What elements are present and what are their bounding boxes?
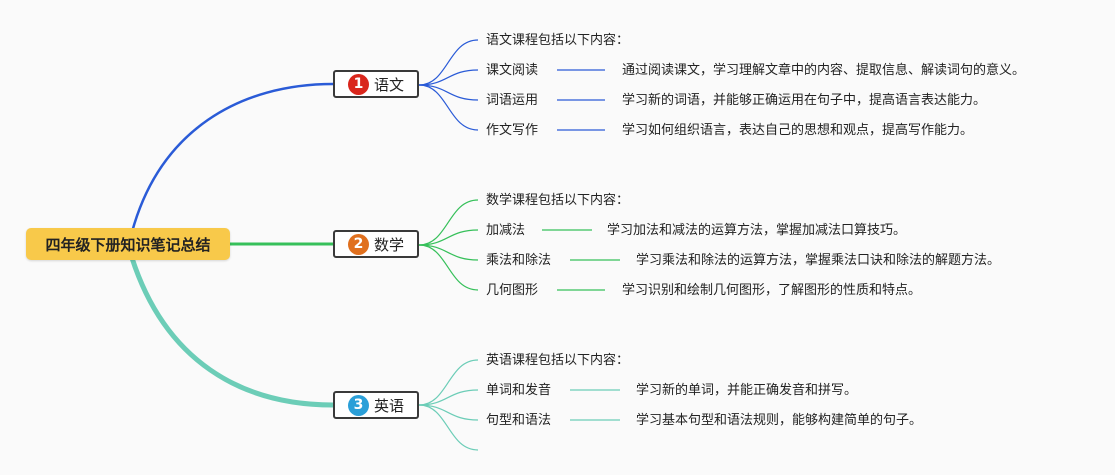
number-badge: 3 [347, 394, 369, 416]
topic-description[interactable]: 学习加法和减法的运算方法，掌握加减法口算技巧。 [607, 223, 907, 238]
topic-description[interactable]: 学习识别和绘制几何图形，了解图形的性质和特点。 [622, 283, 922, 298]
topic-description[interactable]: 通过阅读课文，学习理解文章中的内容、提取信息、解读词句的意义。 [622, 63, 1026, 78]
branch-intro-shuxue: 数学课程包括以下内容： [486, 193, 630, 208]
fan-shuxue [418, 199, 620, 291]
branch-intro-yingyu: 英语课程包括以下内容： [486, 353, 630, 368]
topic-label[interactable]: 作文写作 [486, 123, 539, 138]
number-badge: 1 [347, 73, 369, 95]
topic-label[interactable]: 加减法 [486, 223, 526, 238]
fan-yuwen [418, 39, 605, 131]
branch-label: 语文 [373, 75, 404, 94]
topic-description[interactable]: 学习如何组织语言，表达自己的思想和观点，提高写作能力。 [622, 123, 974, 138]
topic-description[interactable]: 学习新的词语，并能够正确运用在句子中，提高语言表达能力。 [622, 93, 987, 108]
fan-yingyu [418, 359, 620, 451]
topic-label[interactable]: 课文阅读 [486, 63, 539, 78]
topic-label[interactable]: 几何图形 [486, 283, 539, 298]
topic-description[interactable]: 学习新的单词，并能正确发音和拼写。 [636, 383, 858, 398]
connector-root-yingyu [129, 257, 334, 408]
branch-label: 数学 [373, 235, 404, 254]
branch-node-yingyu[interactable]: 3 英语 [333, 391, 419, 419]
topic-label[interactable]: 句型和语法 [486, 413, 552, 428]
topic-description[interactable]: 学习乘法和除法的运算方法，掌握乘法口诀和除法的解题方法。 [636, 253, 1001, 268]
branch-node-shuxue[interactable]: 2 数学 [333, 230, 419, 258]
topic-label[interactable]: 词语运用 [486, 93, 539, 108]
connector-root-yuwen [130, 82, 334, 233]
topic-label[interactable]: 单词和发音 [486, 383, 552, 398]
branch-intro-yuwen: 语文课程包括以下内容： [486, 33, 630, 48]
topic-label[interactable]: 乘法和除法 [486, 253, 552, 268]
branch-node-yuwen[interactable]: 1 语文 [333, 70, 419, 98]
root-node[interactable]: 四年级下册知识笔记总结 [26, 228, 230, 260]
topic-description[interactable]: 学习基本句型和语法规则，能够构建简单的句子。 [636, 413, 923, 428]
number-badge: 2 [347, 233, 369, 255]
branch-label: 英语 [373, 396, 404, 415]
